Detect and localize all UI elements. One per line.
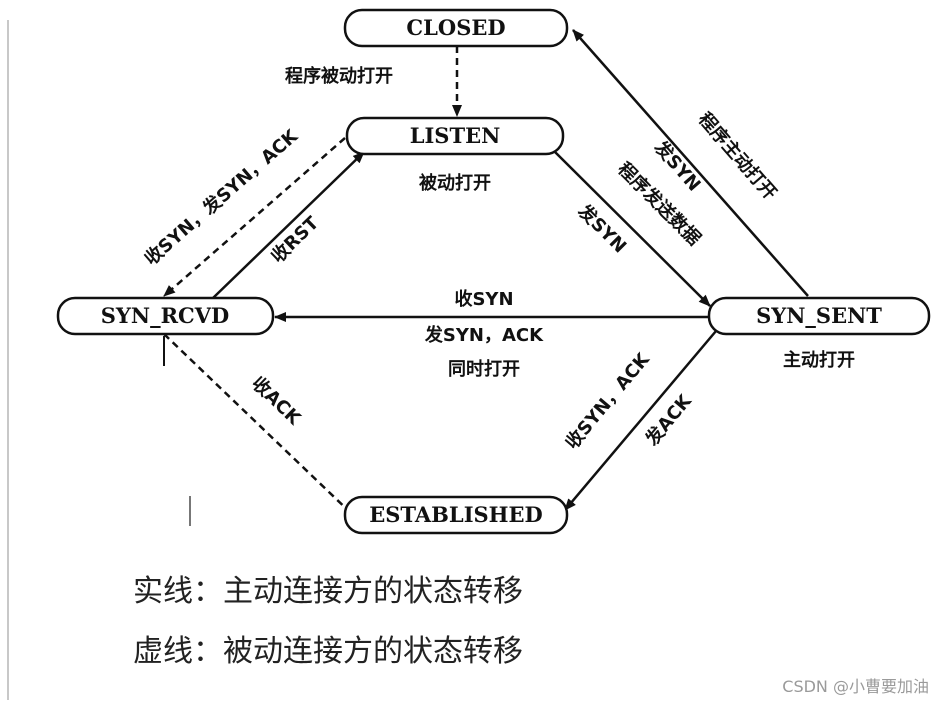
label-send-data-2: 发SYN (573, 199, 631, 257)
node-listen-shape (345, 116, 565, 156)
node-syn-sent-label: SYN_SENT (756, 303, 882, 328)
csdn-watermark: CSDN @小曹要加油 (782, 677, 929, 696)
edge-listen-to-syn-sent (554, 151, 711, 307)
listen-note: 被动打开 (419, 172, 491, 194)
node-established-shape (343, 495, 569, 535)
node-listen: LISTEN (345, 116, 565, 156)
node-syn-rcvd-label: SYN_RCVD (101, 303, 230, 328)
edge-syn-rcvd-to-listen (212, 151, 365, 299)
node-closed-shape (343, 8, 569, 48)
label-simultaneous-2: 发SYN，ACK (424, 324, 544, 346)
label-synack-2: 发ACK (640, 390, 696, 451)
label-simultaneous-1: 收SYN (454, 288, 513, 310)
node-closed: CLOSED (343, 8, 569, 48)
node-syn-sent: SYN_SENT (707, 296, 931, 336)
legend-solid-line: 实线：主动连接方的状态转移 (133, 574, 523, 609)
label-synack-1: 收SYN，ACK (561, 348, 654, 453)
syn-sent-note: 主动打开 (783, 349, 855, 371)
label-simultaneous-3: 同时打开 (448, 358, 520, 380)
edge-syn-sent-to-closed (572, 29, 809, 297)
label-active-open-1: 程序主动打开 (694, 108, 781, 204)
edge-syn-rcvd-to-established (163, 333, 356, 518)
node-listen-label: LISTEN (410, 123, 501, 148)
edge-syn-sent-to-established (564, 330, 717, 511)
node-syn-rcvd-shape (56, 296, 275, 336)
edge-listen-to-syn-rcvd (163, 137, 346, 297)
node-established-label: ESTABLISHED (369, 502, 543, 527)
node-closed-label: CLOSED (406, 15, 505, 40)
node-established: ESTABLISHED (343, 495, 569, 535)
node-syn-rcvd: SYN_RCVD (56, 296, 275, 336)
legend-dashed-line: 虚线：被动连接方的状态转移 (133, 634, 523, 669)
label-closed-to-listen: 程序被动打开 (285, 65, 393, 87)
node-syn-sent-shape (707, 296, 931, 336)
